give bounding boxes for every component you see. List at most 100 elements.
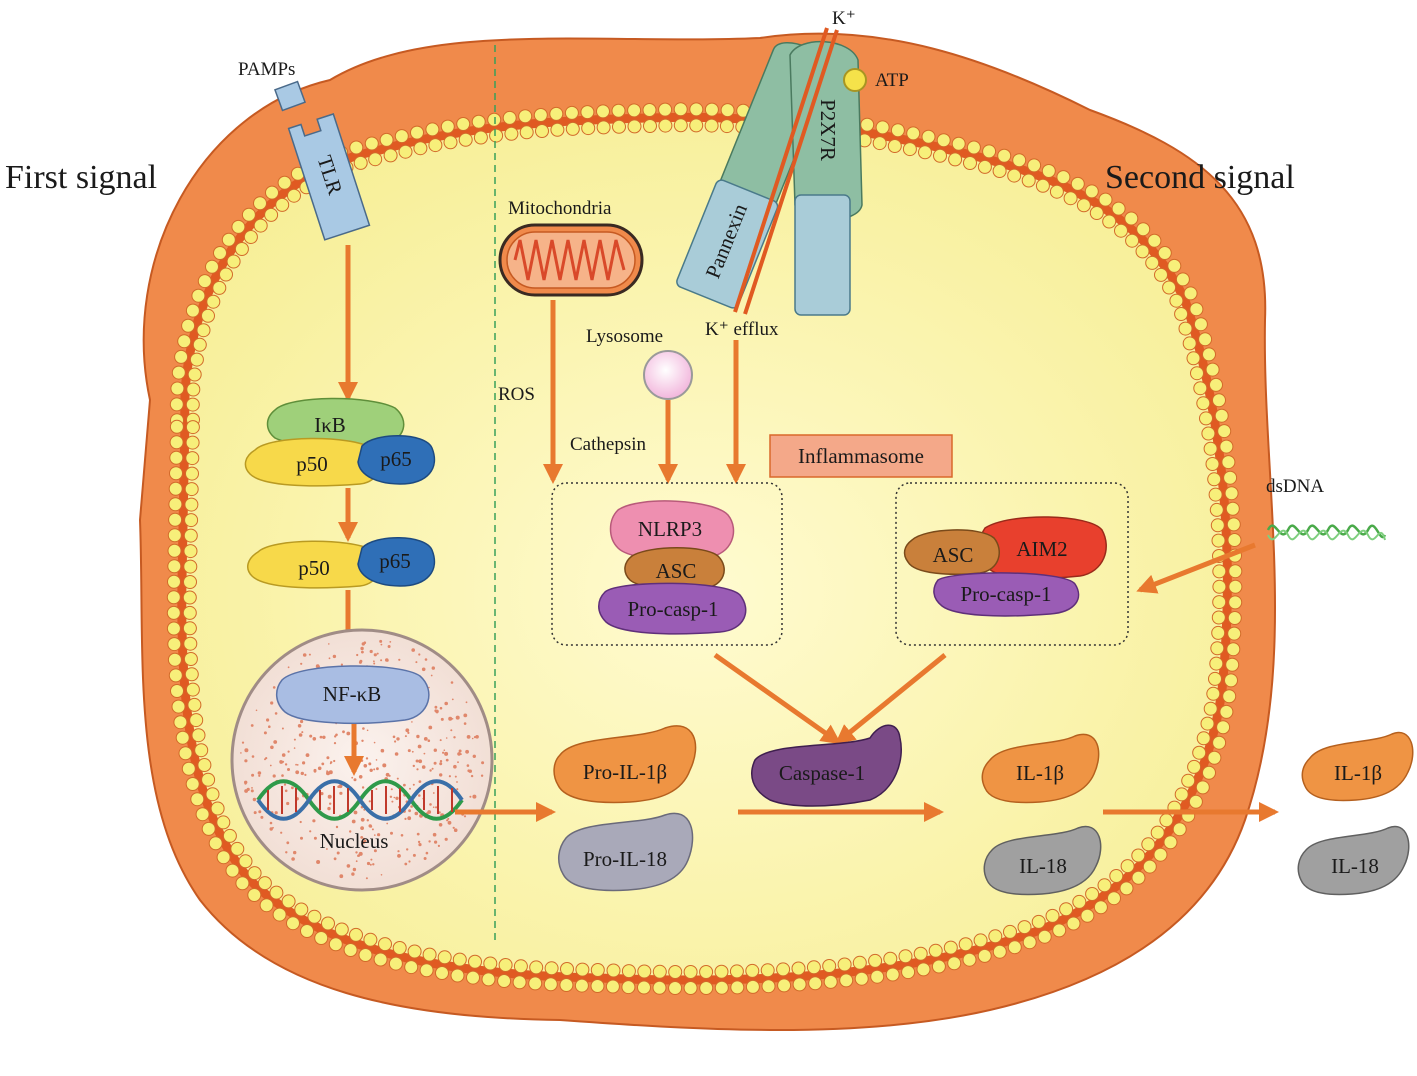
chromatin-dot [246, 787, 250, 792]
membrane-bead [247, 888, 262, 902]
membrane-bead [1225, 501, 1240, 516]
membrane-bead [498, 958, 513, 972]
membrane-bead [776, 962, 791, 977]
membrane-bead [806, 960, 821, 975]
chromatin-dot [468, 769, 472, 773]
chromatin-dot [260, 815, 264, 819]
chromatin-dot [379, 639, 383, 643]
chromatin-dot [353, 810, 358, 815]
chromatin-dot [252, 797, 257, 802]
membrane-bead [1228, 564, 1243, 579]
pro-casp1-label-left: Pro-casp-1 [628, 597, 719, 621]
membrane-bead [1228, 595, 1243, 610]
membrane-bead [487, 112, 502, 127]
membrane-bead [353, 155, 368, 170]
membrane-bead [868, 953, 883, 968]
membrane-bead [947, 956, 962, 971]
nfkb-label: NF-κB [323, 682, 381, 706]
membrane-bead [729, 964, 744, 979]
chromatin-dot [274, 712, 278, 715]
membrane-bead [1059, 902, 1074, 917]
chromatin-dot [480, 774, 484, 777]
membrane-bead [913, 946, 928, 961]
chromatin-dot [369, 649, 373, 654]
chromatin-dot [439, 773, 443, 777]
membrane-bead [169, 466, 183, 481]
membrane-bead [185, 682, 200, 697]
chromatin-dot [366, 819, 369, 822]
p65-label-bottom: p65 [379, 549, 411, 573]
chromatin-dot [389, 641, 392, 643]
chromatin-dot [454, 775, 457, 778]
membrane-bead [1212, 595, 1227, 610]
chromatin-dot [281, 753, 286, 757]
chromatin-dot [274, 811, 278, 815]
membrane-bead [1142, 859, 1157, 874]
chromatin-dot [380, 659, 383, 662]
membrane-bead [902, 142, 917, 157]
membrane-bead [456, 117, 471, 131]
chromatin-dot [365, 757, 369, 760]
membrane-bead [183, 575, 197, 589]
membrane-bead [287, 188, 301, 203]
membrane-bead [870, 969, 885, 984]
membrane-bead [1203, 441, 1218, 456]
membrane-bead [652, 980, 667, 995]
membrane-bead [683, 965, 698, 979]
chromatin-dot [396, 737, 400, 741]
chromatin-dot [358, 851, 363, 856]
membrane-bead [1199, 411, 1213, 426]
chromatin-dot [300, 662, 303, 665]
membrane-bead [860, 117, 875, 132]
chromatin-dot [439, 762, 443, 766]
p65-protein-bottom [357, 537, 436, 587]
membrane-bead [358, 948, 373, 962]
membrane-bead [183, 559, 198, 574]
k-channel-rod-1 [733, 27, 829, 313]
chromatin-dot [287, 666, 290, 669]
chromatin-dot [295, 770, 300, 775]
membrane-bead [1187, 759, 1202, 774]
chromatin-dot [320, 792, 324, 796]
chromatin-dot [376, 767, 379, 771]
membrane-bead [1205, 457, 1220, 471]
membrane-bead [419, 963, 434, 978]
membrane-bead [854, 971, 869, 986]
membrane-bead [201, 308, 215, 323]
membrane-bead [1226, 517, 1241, 532]
chromatin-dot [284, 789, 288, 793]
p2x7r-label: P2X7R [816, 99, 840, 161]
membrane-bead [281, 894, 296, 909]
chromatin-dot [425, 851, 429, 855]
membrane-bead [363, 932, 378, 947]
membrane-bead [1066, 916, 1081, 931]
membrane-bead [212, 280, 227, 295]
chromatin-dot [286, 841, 290, 845]
membrane-bead [1203, 701, 1218, 716]
chromatin-dot [418, 794, 421, 797]
chromatin-dot [394, 752, 399, 756]
chromatin-dot [313, 836, 317, 840]
chromatin-dot [377, 833, 381, 837]
chromatin-dot [418, 780, 422, 783]
membrane-bead [699, 965, 714, 979]
ros-label: ROS [498, 384, 535, 405]
chromatin-dot [438, 823, 443, 827]
chromatin-dot [351, 819, 356, 824]
membrane-bead [936, 133, 951, 148]
chromatin-dot [373, 768, 376, 771]
dsdna-label: dsDNA [1266, 476, 1324, 497]
arrow-aim2-to-caspase1 [834, 653, 947, 745]
chromatin-dot [386, 822, 389, 825]
membrane-bead [1227, 611, 1242, 625]
membrane-bead [175, 730, 190, 745]
chromatin-dot [427, 739, 431, 742]
membrane-bead [222, 828, 237, 843]
membrane-bead [1224, 673, 1238, 688]
chromatin-dot [358, 775, 363, 779]
membrane-bead [652, 964, 667, 979]
membrane-bead [497, 974, 512, 988]
chromatin-dot [326, 848, 328, 850]
membrane-bead [241, 207, 256, 222]
membrane-bead [931, 959, 946, 974]
